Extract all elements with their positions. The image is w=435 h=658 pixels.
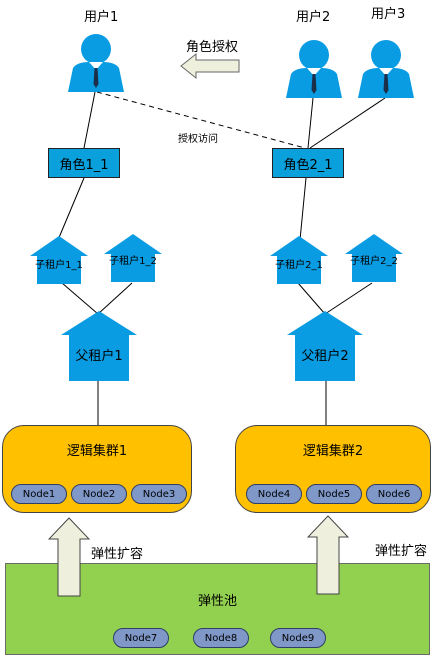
node-1: Node1 <box>11 484 67 504</box>
role-1-1-label: 角色1_1 <box>59 157 109 173</box>
grant-label: 角色授权 <box>186 40 239 55</box>
logical-cluster-1: 逻辑集群1 Node1 Node2 Node3 <box>2 425 192 513</box>
logical-cluster-2-label: 逻辑集群2 <box>302 444 364 459</box>
logical-cluster-1-label: 逻辑集群1 <box>66 444 128 459</box>
sub-tenant-2-1-label: 子租户2_1 <box>275 260 323 271</box>
link-sub4-parent2 <box>324 282 373 315</box>
sub-tenant-1-1-label: 子租户1_1 <box>35 260 83 271</box>
sub-tenant-2-2-label: 子租户2_2 <box>350 256 398 267</box>
parent-tenant-2-label: 父租户2 <box>301 349 349 364</box>
user3-label: 用户3 <box>371 7 406 22</box>
sub-tenant-2-1: 子租户2_1 <box>270 236 328 284</box>
user1-label: 用户1 <box>84 10 119 25</box>
link-sub1-parent1 <box>61 282 99 315</box>
user3-icon <box>358 40 414 98</box>
sub-tenant-1-2: 子租户1_2 <box>104 234 162 282</box>
node-8: Node8 <box>193 628 249 648</box>
link-user1-role1 <box>83 91 96 149</box>
parent-tenant-1: 父租户1 <box>61 311 137 381</box>
link-user2-role2 <box>307 97 314 149</box>
user2-label: 用户2 <box>296 10 331 25</box>
expand-label-2: 弹性扩容 <box>375 544 428 559</box>
user1-icon <box>68 34 124 92</box>
link-sub2-parent1 <box>97 282 133 315</box>
link-role1-sub1 <box>57 177 85 241</box>
elastic-pool-label: 弹性池 <box>197 594 237 609</box>
expand-arrow-2-icon <box>307 515 349 595</box>
node-9: Node9 <box>270 628 326 648</box>
expand-label-1: 弹性扩容 <box>91 547 144 562</box>
sub-tenant-1-1: 子租户1_1 <box>30 236 88 284</box>
node-3: Node3 <box>131 484 187 504</box>
node-5: Node5 <box>306 484 362 504</box>
access-label: 授权访问 <box>178 134 218 145</box>
link-user3-role2 <box>309 97 386 149</box>
link-sub3-parent2 <box>297 282 326 315</box>
role-2-1-box: 角色2_1 <box>272 148 344 178</box>
role-2-1-label: 角色2_1 <box>283 157 333 173</box>
node-7: Node7 <box>113 628 169 648</box>
node-4: Node4 <box>246 484 302 504</box>
role-1-1-box: 角色1_1 <box>48 148 120 178</box>
parent-tenant-1-label: 父租户1 <box>75 349 123 364</box>
expand-arrow-1-icon <box>48 517 90 597</box>
sub-tenant-2-2: 子租户2_2 <box>345 234 403 282</box>
grant-arrow-icon <box>180 52 240 80</box>
user2-icon <box>286 40 342 98</box>
parent-tenant-2: 父租户2 <box>287 311 363 381</box>
logical-cluster-2: 逻辑集群2 Node4 Node5 Node6 <box>235 425 431 513</box>
link-role2-sub3 <box>299 177 307 241</box>
node-2: Node2 <box>71 484 127 504</box>
node-6: Node6 <box>366 484 422 504</box>
sub-tenant-1-2-label: 子租户1_2 <box>109 256 157 267</box>
